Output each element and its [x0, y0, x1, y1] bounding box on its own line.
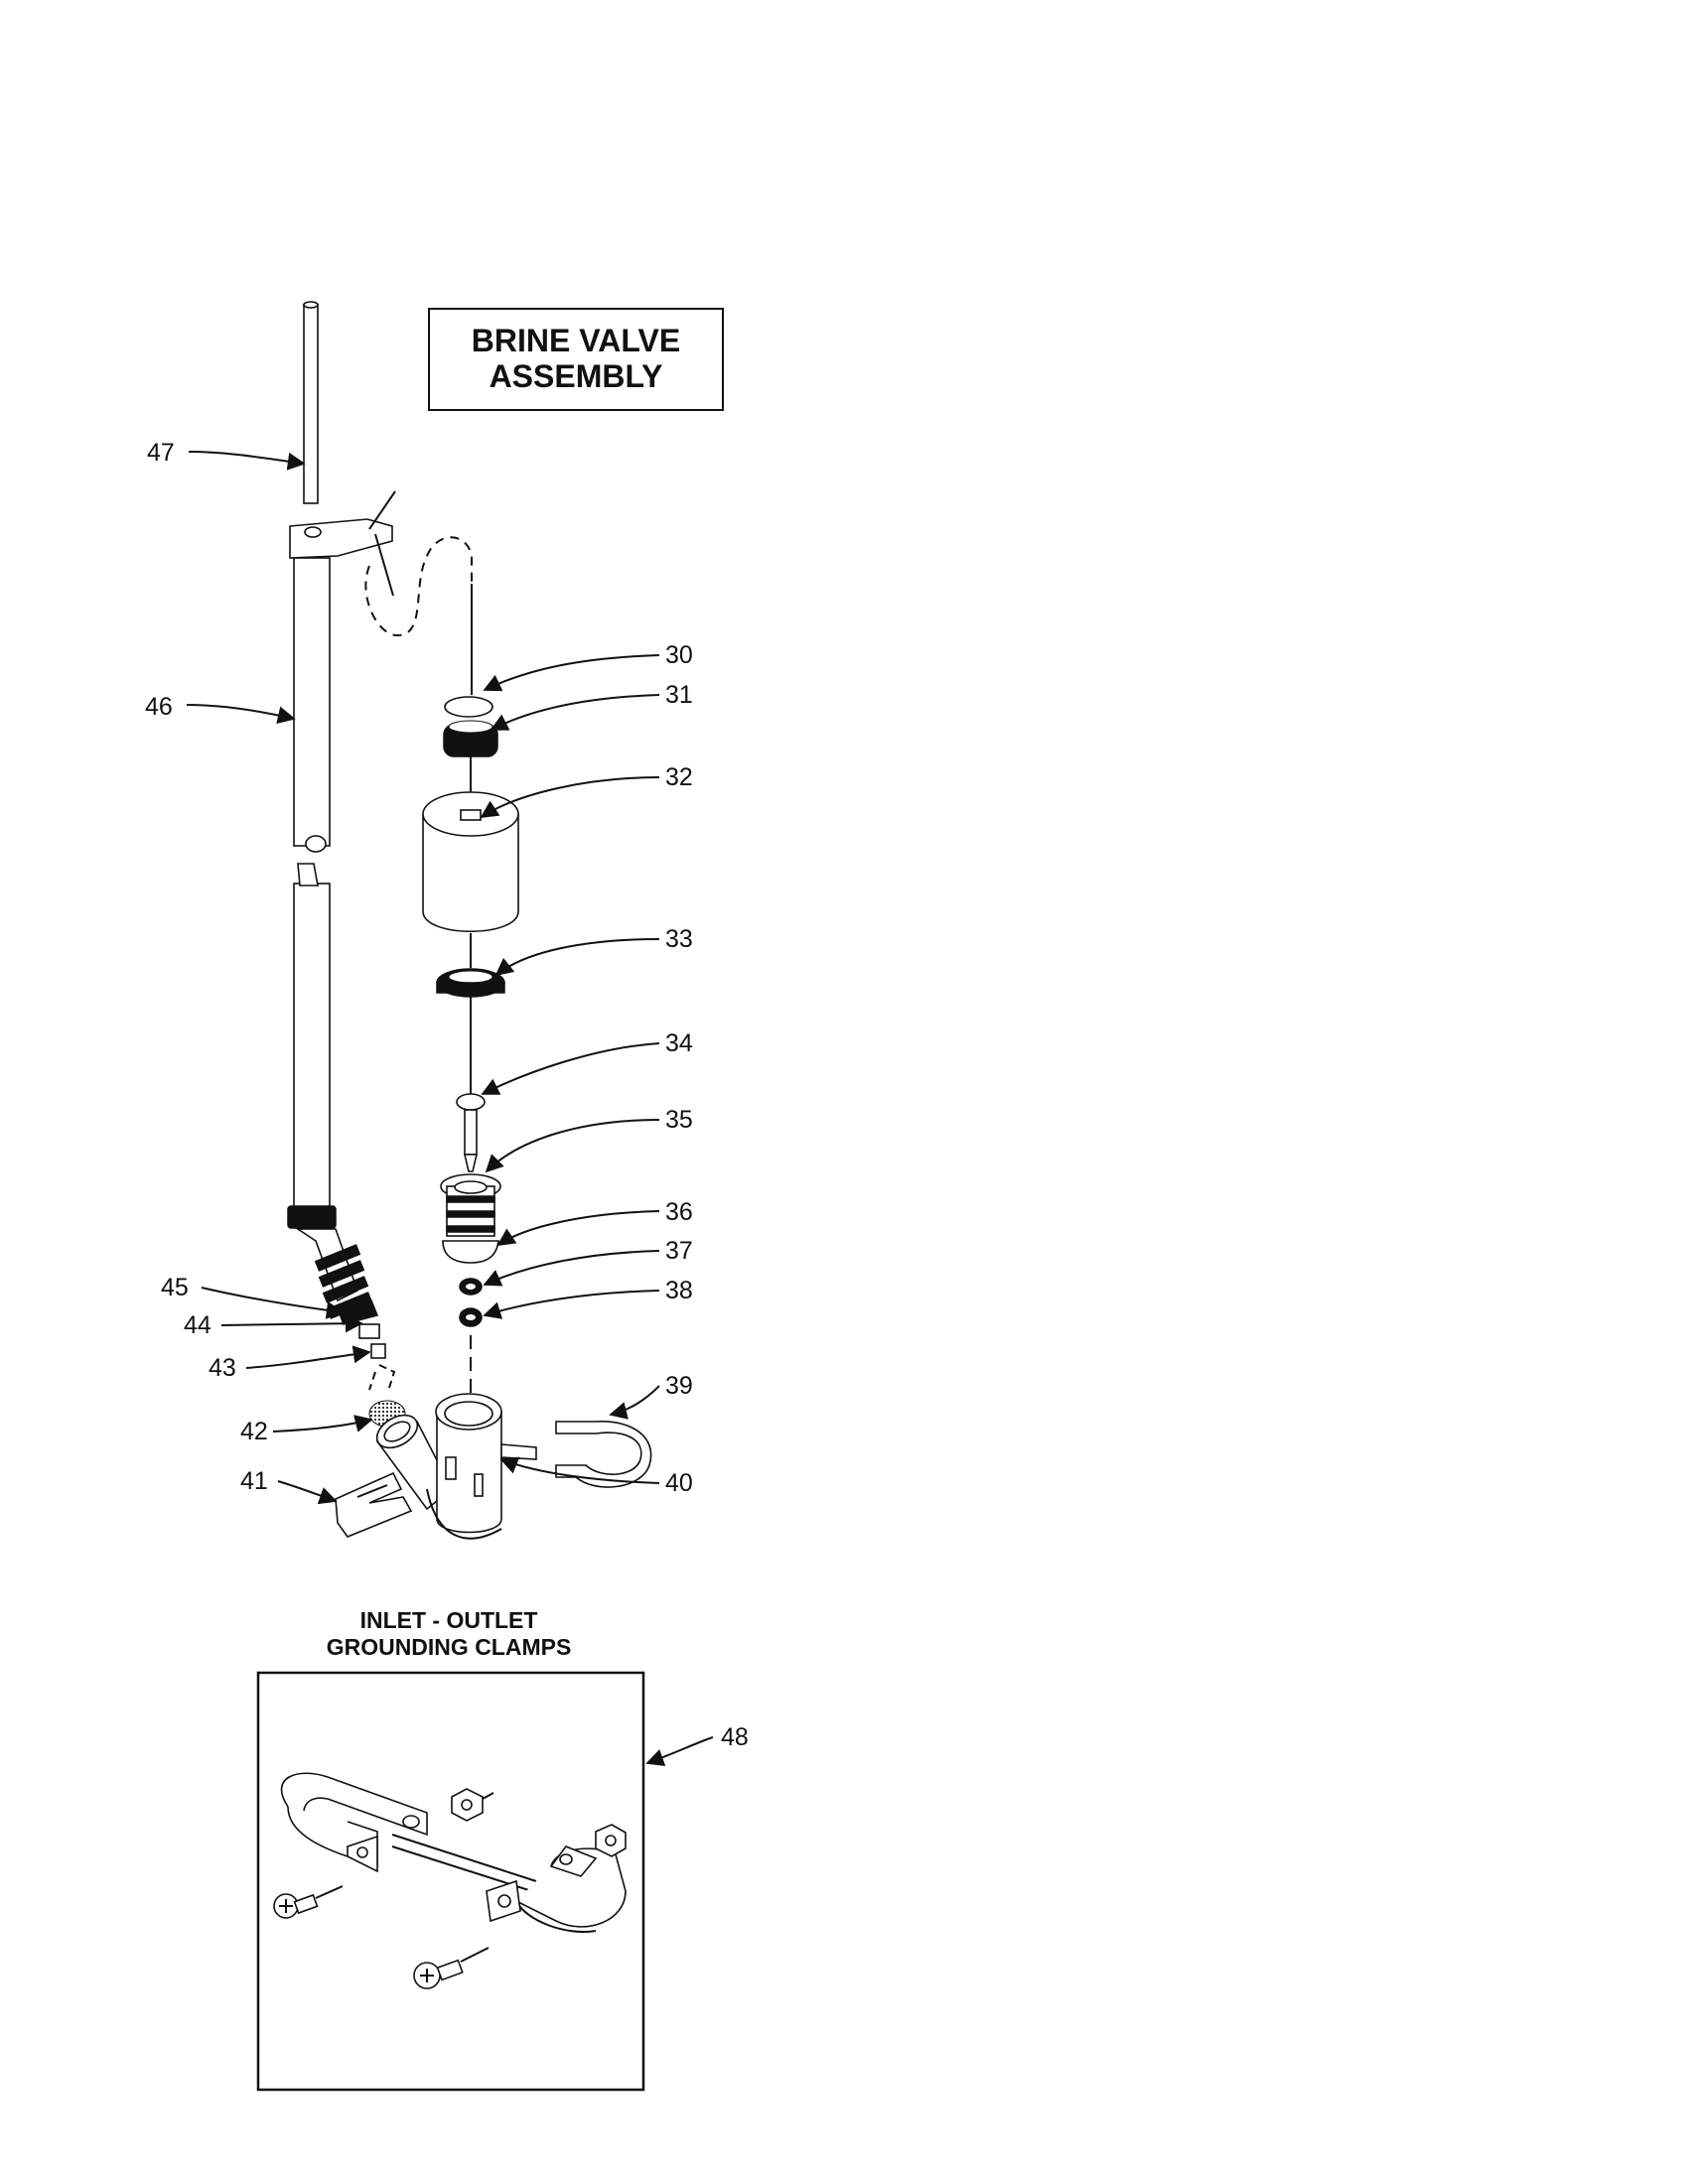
- callout-46: 46: [145, 693, 173, 721]
- part-40-valve-body: [375, 1393, 537, 1540]
- callout-33: 33: [665, 925, 693, 953]
- part-47-tube: [303, 301, 319, 504]
- part-37-cone: [442, 1240, 499, 1264]
- callout-48: 48: [721, 1723, 749, 1751]
- part-39-retaining-clip: [555, 1421, 652, 1488]
- inset-title-line-2: GROUNDING CLAMPS: [327, 1634, 572, 1660]
- part-32-float: [422, 791, 519, 932]
- part-41-clip: [335, 1471, 413, 1538]
- callout-45: 45: [161, 1274, 189, 1301]
- inset-title-line-1: INLET - OUTLET: [360, 1607, 538, 1633]
- part-43-fitting: [370, 1343, 386, 1359]
- title-box: BRINE VALVE ASSEMBLY: [428, 308, 724, 411]
- callout-41: 41: [240, 1467, 268, 1495]
- part-31-seal: [443, 720, 498, 757]
- part-46-brine-tube: [287, 490, 473, 1339]
- callout-31: 31: [665, 681, 693, 709]
- callout-43: 43: [209, 1354, 236, 1382]
- callout-34: 34: [665, 1029, 693, 1057]
- part-30-washer: [444, 696, 493, 718]
- callout-47: 47: [147, 439, 175, 467]
- central-valve-stack: [422, 584, 519, 1398]
- callout-39: 39: [665, 1372, 693, 1400]
- callout-42: 42: [240, 1418, 268, 1445]
- dashed-leader-43: [368, 1364, 396, 1391]
- callout-32: 32: [665, 763, 693, 791]
- part-33-grommet: [436, 968, 505, 998]
- callout-30: 30: [665, 641, 693, 669]
- callout-35: 35: [665, 1106, 693, 1134]
- callout-40: 40: [665, 1469, 693, 1497]
- title-line-2: ASSEMBLY: [490, 358, 663, 394]
- callout-36: 36: [665, 1198, 693, 1226]
- callout-38: 38: [665, 1277, 693, 1304]
- grounding-clamps-inset: INLET - OUTLET GROUNDING CLAMPS: [256, 1607, 645, 2092]
- callout-37: 37: [665, 1237, 693, 1265]
- part-34-rod: [456, 1093, 486, 1156]
- title-line-1: BRINE VALVE: [472, 323, 680, 358]
- callout-44: 44: [184, 1311, 211, 1339]
- part-35-stem-tip: [463, 1154, 479, 1172]
- callout-labels: 47 46 30 31 32 33 34 35 36 37 38 39 40 4…: [145, 439, 749, 1751]
- part-36-valve-seat: [440, 1173, 501, 1237]
- callout-leaders: [186, 451, 714, 1767]
